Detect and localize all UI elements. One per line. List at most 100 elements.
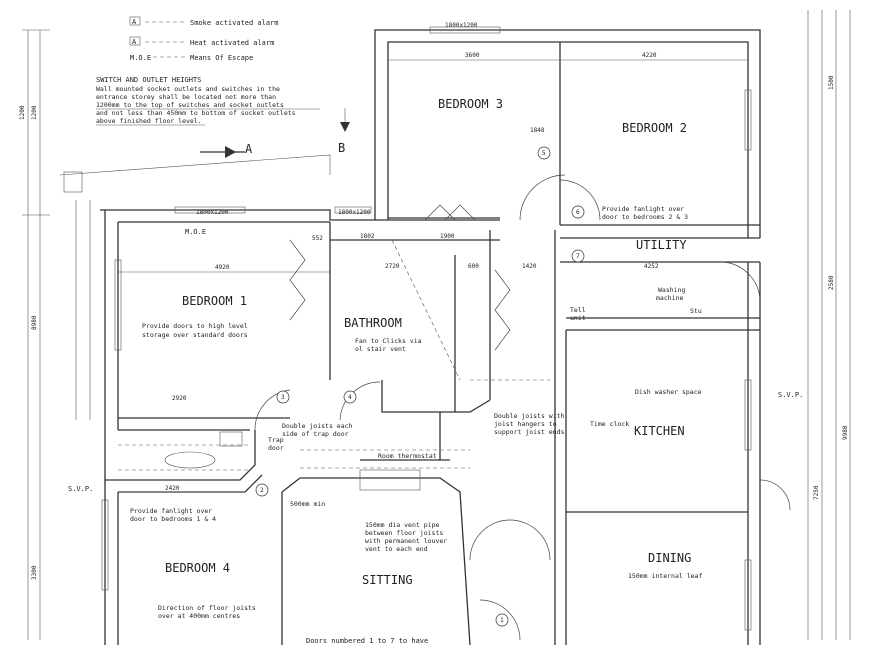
dim-1500: 1500 bbox=[828, 75, 835, 90]
section-marker-b: B bbox=[338, 108, 350, 155]
dim-600: 600 bbox=[468, 263, 479, 270]
door-number: 5 bbox=[542, 150, 546, 157]
dim-1802: 1802 bbox=[360, 233, 375, 240]
note-double-joists-trap: side of trap door bbox=[282, 430, 349, 438]
dim-1800-top: 1800x1200 bbox=[445, 22, 478, 29]
dim-4220-top: 4220 bbox=[642, 52, 657, 59]
note-fanlight-1-4: Provide fanlight over bbox=[130, 507, 212, 515]
dim-4252: 4252 bbox=[644, 263, 659, 270]
dim-3600: 3600 bbox=[465, 52, 480, 59]
note-doors-storage: Provide doors to high level bbox=[142, 322, 248, 330]
walls bbox=[59, 29, 761, 645]
room-bathroom: BATHROOM bbox=[344, 316, 402, 330]
dim-4920: 4920 bbox=[215, 264, 230, 271]
door-number: 1 bbox=[500, 617, 504, 624]
moe-symbol: M.O.E bbox=[130, 54, 151, 62]
room-bedroom-1: BEDROOM 1 bbox=[182, 294, 247, 308]
heat-symbol: A bbox=[132, 38, 137, 46]
dim-1200-left: 1200 bbox=[19, 105, 26, 120]
heights-note-line: 1200mm to the top of switches and socket… bbox=[96, 101, 284, 109]
dim-1800-b1: 1800x1200 bbox=[196, 209, 229, 216]
room-bedroom-4: BEDROOM 4 bbox=[165, 561, 230, 575]
dim-2420: 2420 bbox=[165, 485, 180, 492]
dim-1900: 1900 bbox=[440, 233, 455, 240]
note-vent: between floor joists bbox=[365, 529, 443, 537]
note-internal-leaf: 150mm internal leaf bbox=[628, 572, 702, 580]
note-room-thermostat: Room thermostat bbox=[378, 452, 437, 460]
note-fan: ol stair vent bbox=[355, 345, 406, 353]
section-marker-a: A bbox=[200, 142, 253, 158]
windows bbox=[101, 26, 752, 631]
right-dimensions: 1500 2580 7250 9980 bbox=[807, 10, 851, 640]
left-dimensions: 1200 1200 8980 3300 bbox=[19, 29, 50, 640]
note-floor-joists: Direction of floor joists bbox=[158, 604, 256, 612]
smoke-symbol: A bbox=[132, 18, 137, 26]
dim-1420: 1420 bbox=[522, 263, 537, 270]
section-b-label: B bbox=[338, 141, 345, 155]
dim-8980: 8980 bbox=[31, 315, 38, 330]
room-bedroom-3: BEDROOM 3 bbox=[438, 97, 503, 111]
dim-552: 552 bbox=[312, 235, 323, 242]
note-washing-machine: Washing bbox=[658, 286, 685, 294]
heights-note-title: SWITCH AND OUTLET HEIGHTS bbox=[96, 76, 201, 84]
room-sitting: SITTING bbox=[362, 573, 413, 587]
heat-alarm-label: Heat activated alarm bbox=[190, 39, 274, 47]
room-utility: UTILITY bbox=[636, 238, 687, 252]
note-double-joists-hangers: Double joists with bbox=[494, 412, 565, 420]
legend: A Smoke activated alarm A Heat activated… bbox=[129, 16, 279, 62]
heights-note-line: and not less than 450mm to bottom of soc… bbox=[96, 109, 296, 117]
note-doors-numbered: Doors numbered 1 to 7 to have bbox=[306, 637, 428, 645]
note-vent: vent to each end bbox=[365, 545, 428, 553]
note-time-clock: Time clock bbox=[590, 420, 629, 428]
note-vent: 150mm dia vent pipe bbox=[365, 521, 439, 529]
heights-note-line: Wall mounted socket outlets and switches… bbox=[96, 85, 280, 93]
dim-2580: 2580 bbox=[828, 275, 835, 290]
room-kitchen: KITCHEN bbox=[634, 424, 685, 438]
doors bbox=[254, 174, 791, 641]
note-fanlight-1-4: door to bedrooms 1 & 4 bbox=[130, 515, 216, 523]
room-labels: BEDROOM 3 BEDROOM 2 BEDROOM 1 BATHROOM U… bbox=[165, 97, 691, 587]
heights-note-line: above finished floor level. bbox=[96, 117, 202, 125]
note-doors-storage: storage over standard doors bbox=[142, 331, 248, 339]
note-svp-left: S.V.P. bbox=[68, 485, 93, 493]
note-trap-door: Trap bbox=[268, 436, 284, 444]
section-a-label: A bbox=[245, 142, 253, 156]
dim-1800-bath: 1800x1200 bbox=[338, 209, 371, 216]
note-washing-machine: machine bbox=[656, 294, 683, 302]
dim-2920: 2920 bbox=[172, 395, 187, 402]
dim-1200-left2: 1200 bbox=[31, 105, 38, 120]
note-fan: Fan to Clicks via bbox=[355, 337, 422, 345]
annotations: Provide fanlight over door to bedrooms 2… bbox=[68, 205, 803, 645]
bathroom-fixtures bbox=[118, 239, 550, 491]
note-double-joists-hangers: joist hangers to bbox=[494, 420, 557, 428]
dim-2720: 2720 bbox=[385, 263, 400, 270]
door-number: 4 bbox=[348, 394, 352, 401]
door-number: 2 bbox=[260, 487, 264, 494]
dim-3300: 3300 bbox=[31, 565, 38, 580]
dim-7250: 7250 bbox=[813, 485, 820, 500]
smoke-alarm-label: Smoke activated alarm bbox=[190, 19, 279, 27]
note-tell-unit: unit bbox=[570, 314, 586, 322]
note-svp-right: S.V.P. bbox=[778, 391, 803, 399]
room-dining: DINING bbox=[648, 551, 691, 565]
moe-label: Means Of Escape bbox=[190, 54, 253, 62]
note-stu: Stu bbox=[690, 307, 702, 315]
dim-1848: 1848 bbox=[530, 127, 545, 134]
note-fanlight-2-3: Provide fanlight over bbox=[602, 205, 684, 213]
heights-note: SWITCH AND OUTLET HEIGHTS Wall mounted s… bbox=[96, 76, 320, 126]
dim-9980: 9980 bbox=[842, 425, 849, 440]
note-vent: with permanent louver bbox=[365, 537, 447, 545]
door-number: 6 bbox=[576, 209, 580, 216]
note-fanlight-2-3: door to bedrooms 2 & 3 bbox=[602, 213, 688, 221]
note-double-joists-trap: Double joists each bbox=[282, 422, 353, 430]
note-floor-joists: over at 400mm centres bbox=[158, 612, 240, 620]
room-bedroom-2: BEDROOM 2 bbox=[622, 121, 687, 135]
note-trap-door: door bbox=[268, 444, 284, 452]
heights-note-line: entrance storey shall be located not mor… bbox=[96, 93, 276, 101]
note-double-joists-hangers: support joist ends bbox=[494, 428, 565, 436]
dimensions: 3600 4220 1800x1200 1848 4920 1800x1200 … bbox=[118, 22, 748, 493]
note-tell-unit: Tell bbox=[570, 306, 586, 314]
door-numbers: 1 2 3 4 5 6 7 bbox=[255, 146, 585, 627]
note-dish-washer: Dish washer space bbox=[635, 388, 702, 396]
